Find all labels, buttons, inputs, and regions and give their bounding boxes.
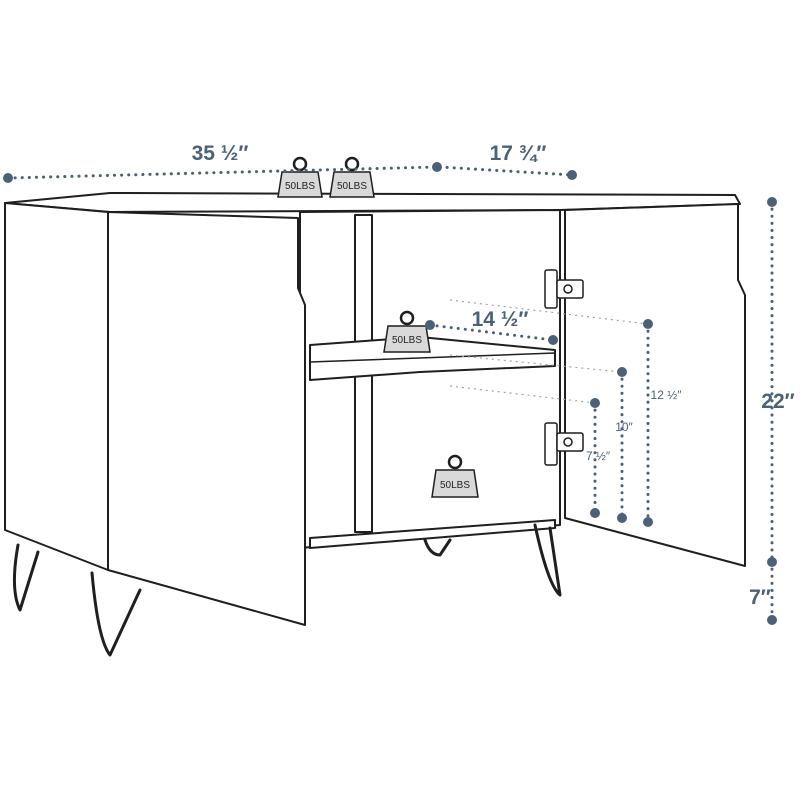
width-dimension-line	[6, 165, 437, 180]
depth-dimension-line	[438, 165, 574, 177]
dimension-endpoints	[3, 162, 777, 625]
hinge-icon	[544, 422, 584, 466]
weight-label-shelf: 50LBS	[392, 335, 422, 346]
cabinet-left-side	[4, 202, 109, 571]
weight-icon: 50LBS	[329, 156, 375, 198]
leg-back-center	[423, 538, 452, 557]
width-label: 35 ½″	[192, 142, 249, 165]
guide-lines	[449, 299, 649, 404]
shelf-height-2-label: 10″	[615, 420, 633, 434]
right-door	[564, 203, 746, 567]
leg-height-label: 7″	[749, 586, 771, 609]
shelf-width-label: 14 ½″	[472, 308, 529, 331]
cabinet-legs	[12, 523, 562, 657]
shelf-width-dimension-line	[428, 323, 555, 342]
weight-label-top-right: 50LBS	[337, 181, 367, 192]
leg-front-center-left	[90, 571, 142, 657]
left-door	[107, 211, 306, 626]
height-label: 22″	[761, 390, 794, 413]
weight-label-top-left: 50LBS	[285, 181, 315, 192]
hinge-icon	[544, 269, 584, 309]
cabinet-drawing	[4, 192, 746, 657]
dimension-lines	[6, 165, 774, 622]
shelf-height-3-label: 7 ½″	[586, 449, 611, 463]
cabinet-back-panel	[299, 209, 561, 549]
weight-label-bottom: 50LBS	[440, 480, 470, 491]
shelf-height-1-label: 12 ½″	[651, 388, 683, 402]
weight-icon: 50LBS	[431, 454, 479, 498]
leg-front-left	[12, 543, 40, 612]
weight-icon: 50LBS	[277, 156, 323, 198]
cabinet-floor	[309, 519, 556, 549]
depth-label: 17 ¾″	[490, 142, 547, 165]
weight-icon: 50LBS	[383, 310, 431, 353]
leg-back-right	[533, 523, 562, 597]
